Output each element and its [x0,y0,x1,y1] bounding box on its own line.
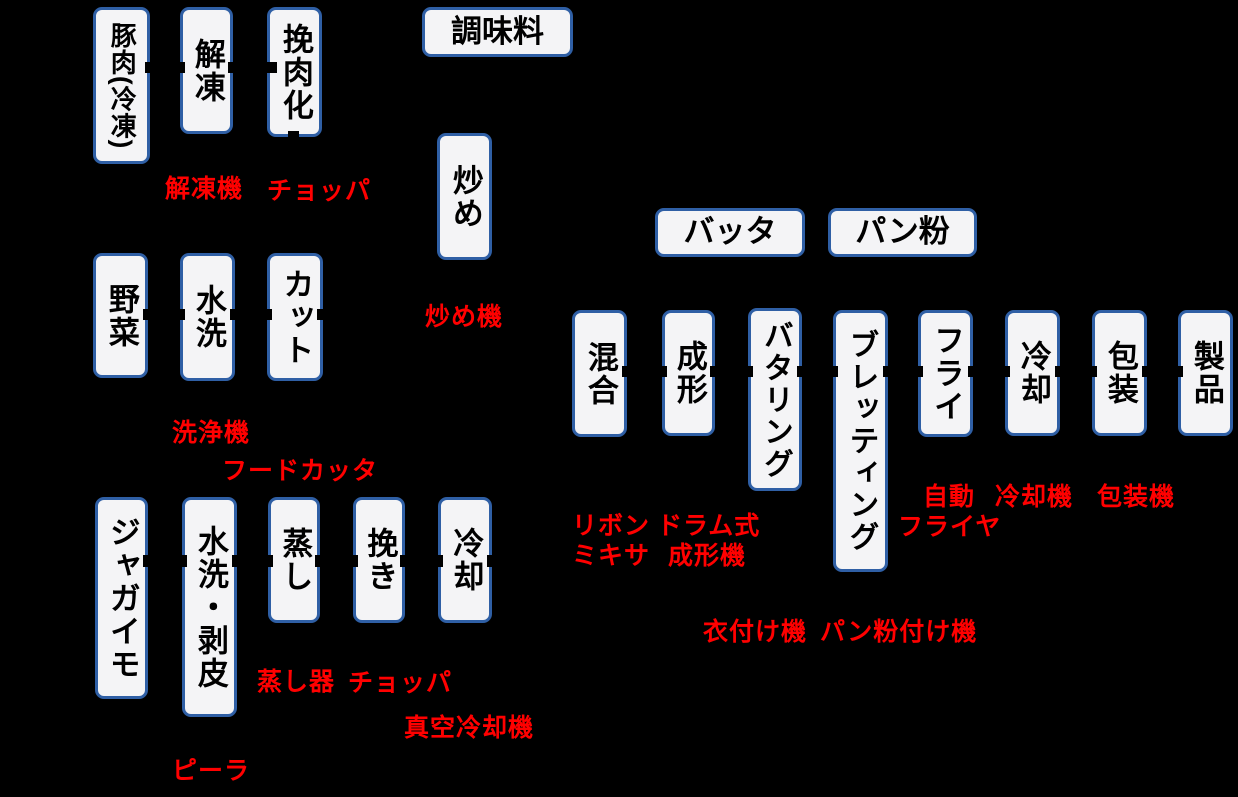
flow-arrow-grind-cool [400,555,443,567]
flow-arrow-cool-pack [1055,366,1097,377]
machine-label-vacuum-cooler: 真空冷却機 [404,714,535,742]
node-battering-label: バタリング [758,319,792,480]
node-cut-label: カット [278,267,314,367]
machine-label-ribbon-mixer-line1: リボン [572,512,651,540]
node-veg-wash-label: 水洗 [190,284,226,350]
machine-label-drum-former-line1: ドラム式 [657,512,761,540]
node-mix-label: 混合 [582,340,618,407]
machine-label-thawer: 解凍機 [165,175,244,203]
node-seasoning-label: 調味料 [451,13,544,49]
node-pack: 包装 [1092,310,1147,436]
machine-label-food-cutter: フードカッタ [222,457,379,485]
flow-arrow-steam-grind [315,555,358,567]
node-potato-label: ジャガイモ [104,515,140,681]
machine-label-cooler: 冷却機 [995,483,1074,511]
flow-arrow-potato-washpeel [143,555,187,567]
node-pork-frozen: 豚肉(冷凍) [93,7,150,164]
node-cool: 冷却 [1005,310,1060,436]
machine-label-chopper-potato: チョッパ [348,669,453,697]
machine-label-ribbon-mixer-line2: ミキサ [572,542,651,570]
machine-label-crumb-applicator: パン粉付け機 [820,618,978,646]
node-thaw: 解凍 [180,7,233,134]
node-mince: 挽肉化 [267,7,322,137]
flow-arrow-fry-cool [968,366,1010,377]
flow-arrow-washpeel-steam [232,555,273,567]
node-potato-wash-peel: 水洗・剥皮 [182,497,237,717]
node-batter-label: バッタ [683,214,777,250]
node-thaw-label: 解凍 [189,37,225,104]
flow-arrow-pork-thaw [145,62,185,73]
node-fry-label: フライ [928,324,964,423]
node-product: 製品 [1178,310,1233,436]
machine-label-peeler: ピーラ [172,757,251,785]
flow-arrow-cool-out [487,555,498,567]
flow-arrow-form-battering [710,366,753,377]
node-stir-fry-label: 炒め [447,163,483,230]
machine-label-washer: 洗浄機 [172,419,251,447]
machine-label-auto-fryer-line1: 自動 [923,483,976,511]
flow-arrow-mince-down [288,131,299,142]
flow-arrow-battering-breading [797,366,838,377]
machine-label-stir-fryer: 炒め機 [425,303,504,331]
node-breadcrumb-label: パン粉 [855,214,950,250]
flow-arrow-vegetable-wash [143,309,185,320]
machine-label-packager: 包装機 [1097,483,1176,511]
machine-label-auto-fryer-line2: フライヤ [898,513,1002,541]
node-breading: ブレッティング [833,310,888,572]
node-fry: フライ [918,310,973,437]
node-vegetable-label: 野菜 [103,282,139,349]
node-seasoning: 調味料 [422,7,573,57]
node-pack-label: 包装 [1102,340,1138,406]
flow-arrow-wash-cut [230,309,272,320]
node-mince-label: 挽肉化 [277,22,313,122]
flow-arrow-cut-out [317,309,328,320]
flow-arrow-thaw-mince [228,62,277,73]
node-potato: ジャガイモ [95,497,148,699]
node-cut: カット [267,253,323,381]
node-mix: 混合 [572,310,627,437]
node-steam-label: 蒸し [277,527,313,593]
node-steam: 蒸し [268,497,320,623]
node-potato-cool-label: 冷却 [448,527,484,593]
node-veg-wash: 水洗 [180,253,235,381]
flow-arrow-breading-fry [883,366,923,377]
machine-label-steamer: 蒸し器 [257,668,336,696]
node-potato-wash-peel-label: 水洗・剥皮 [192,524,228,690]
node-pork-frozen-label: 豚肉(冷凍) [107,21,138,150]
node-battering: バタリング [748,308,802,491]
node-form: 成形 [662,310,715,436]
node-grind: 挽き [353,497,405,623]
node-vegetable: 野菜 [93,253,148,378]
node-product-label: 製品 [1188,340,1224,406]
node-batter: バッタ [655,208,805,257]
node-form-label: 成形 [671,340,707,406]
flow-arrow-pack-product [1142,366,1183,377]
node-cool-label: 冷却 [1015,340,1051,406]
machine-label-drum-former-line2: 成形機 [668,542,747,570]
flow-arrow-mix-form [622,366,667,377]
node-potato-cool: 冷却 [438,497,492,623]
node-grind-label: 挽き [362,527,398,593]
node-stir-fry: 炒め [437,133,492,260]
node-breadcrumb: パン粉 [828,208,977,257]
node-breading-label: ブレッティング [844,329,878,553]
machine-label-batter-applicator: 衣付け機 [703,618,808,646]
machine-label-chopper-meat: チョッパ [267,177,372,205]
